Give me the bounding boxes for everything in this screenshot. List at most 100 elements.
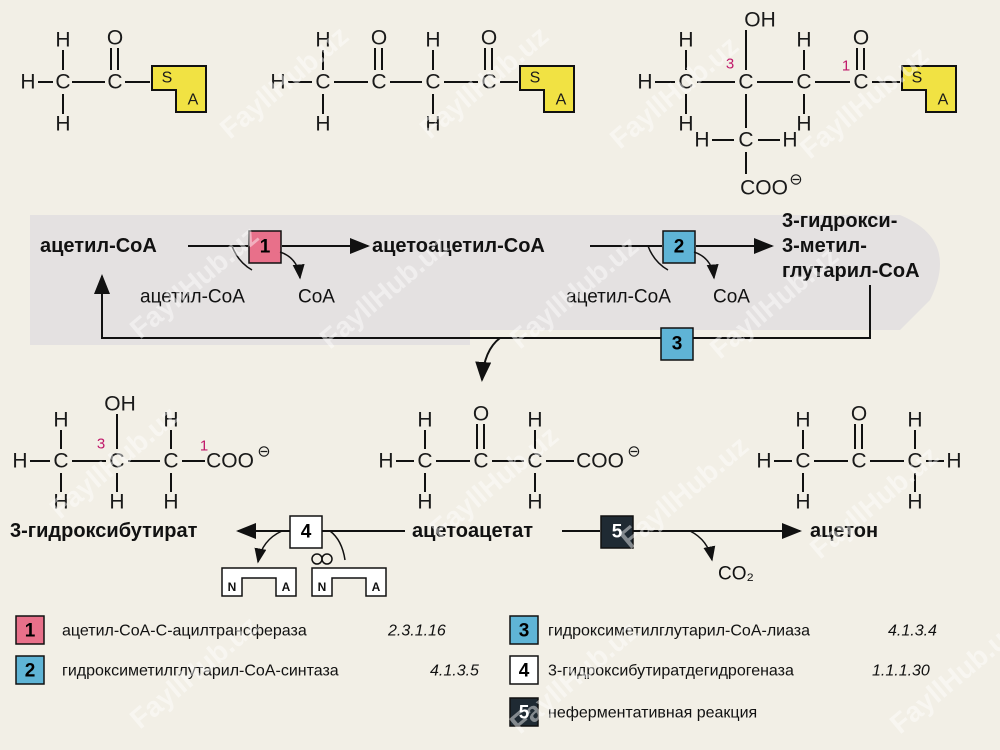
atom-c: C: [527, 450, 542, 473]
atom-h: H: [417, 409, 432, 432]
atom-o: O: [851, 403, 867, 426]
atom-h: H: [907, 409, 922, 432]
atom-h: H: [795, 409, 810, 432]
negative-charge-icon: ⊖: [627, 444, 640, 461]
atom-a: A: [938, 92, 949, 109]
atom-h: H: [53, 491, 68, 514]
atom-h: H: [163, 409, 178, 432]
atom-h: H: [796, 29, 811, 52]
nad-cofactor: N A: [221, 567, 297, 597]
atom-c: C: [851, 450, 866, 473]
carbon-number-3: 3: [97, 436, 105, 453]
legend-number: 5: [519, 703, 530, 724]
side-label-coa: CoA: [298, 287, 335, 308]
molecule-acetoacetate: [396, 424, 574, 492]
step-2-box: 2: [662, 230, 696, 264]
side-label-acetyl-coa: ацетил-CoA: [140, 287, 245, 308]
legend-ec-number: 4.1.3.5: [430, 663, 479, 680]
atom-h: H: [425, 29, 440, 52]
atom-h: H: [796, 113, 811, 136]
atom-c: C: [738, 129, 753, 152]
legend-ec-number: 4.1.3.4: [888, 623, 937, 640]
carboxylate-group: COO: [206, 450, 254, 473]
atom-h: H: [163, 491, 178, 514]
carbon-number-1: 1: [842, 58, 850, 75]
label-acetoacetate: ацетоацетат: [412, 520, 533, 542]
legend-number: 2: [25, 661, 36, 682]
atom-h: H: [756, 450, 771, 473]
atom-c: C: [795, 450, 810, 473]
atom-s: S: [162, 70, 173, 87]
atom-o: O: [481, 27, 497, 50]
step-5-box: 5: [600, 515, 634, 549]
atom-h: H: [946, 450, 961, 473]
step-4-box: 4: [289, 515, 323, 549]
atom-c: C: [417, 450, 432, 473]
legend: 1 ацетил-CoA-C-ацилтрансфераза 2.3.1.16 …: [15, 615, 937, 727]
legend-ec-number: 1.1.1.30: [872, 663, 930, 680]
watermark: FayllHub.uz: [804, 440, 944, 565]
molecule-3-hydroxybutyrate: [30, 414, 205, 492]
negative-charge-icon: ⊖: [257, 444, 270, 461]
molecule-acetone: [774, 424, 944, 492]
atom-h: H: [678, 113, 693, 136]
molecule-hmg-coa: [655, 30, 900, 174]
legend-enzyme-name: 3-гидроксибутиратдегидрогеназа: [548, 663, 794, 680]
atom-h: H: [417, 491, 432, 514]
atom-h: H: [782, 129, 797, 152]
atom-a: A: [556, 92, 567, 109]
legend-enzyme-name: гидроксиметилглутарил-CoA-синтаза: [62, 663, 339, 680]
label-acetyl-coa: ацетил-CoA: [40, 235, 157, 257]
atom-h: H: [694, 129, 709, 152]
atom-oh: OH: [744, 9, 776, 32]
atom-h: H: [425, 113, 440, 136]
step-number: 4: [301, 522, 312, 543]
atom-c: C: [678, 71, 693, 94]
step-number: 5: [612, 522, 623, 543]
atom-c: C: [163, 450, 178, 473]
step-number: 3: [672, 334, 683, 355]
label-hmg-coa-line2: 3-метил-: [782, 235, 867, 257]
atom-h: H: [20, 71, 35, 94]
label-3-hydroxybutyrate: 3-гидроксибутират: [10, 520, 198, 542]
atom-h: H: [12, 450, 27, 473]
label-hmg-coa-line3: глутарил-CoA: [782, 260, 920, 282]
atom-h: H: [315, 29, 330, 52]
legend-number: 4: [519, 661, 530, 682]
carboxylate-group: COO: [740, 177, 788, 200]
legend-enzyme-name: неферментативная реакция: [548, 705, 757, 722]
atom-h: H: [315, 113, 330, 136]
side-label-acetyl-coa: ацетил-CoA: [566, 287, 671, 308]
atom-c: C: [738, 71, 753, 94]
atom-c: C: [796, 71, 811, 94]
legend-number: 3: [519, 621, 530, 642]
atom-o: O: [371, 27, 387, 50]
atom-o: O: [473, 403, 489, 426]
step-3-box: 3: [660, 327, 694, 361]
atom-c: C: [473, 450, 488, 473]
legend-enzyme-name: гидроксиметилглутарил-CoA-лиаза: [548, 623, 810, 640]
atom-h: H: [907, 491, 922, 514]
carbon-number-1: 1: [200, 438, 208, 455]
label-hmg-coa-line1: 3-гидрокси-: [782, 210, 897, 232]
watermark: FayllHub.uz: [214, 20, 354, 145]
atom-o: O: [853, 27, 869, 50]
atom-c: C: [425, 71, 440, 94]
negative-charge-icon: ⊖: [789, 172, 802, 189]
atom-oh: OH: [104, 393, 136, 416]
atom-c: C: [481, 71, 496, 94]
legend-item-4: 4 3-гидроксибутиратдегидрогеназа 1.1.1.3…: [509, 655, 930, 685]
atom-h: H: [795, 491, 810, 514]
atom-c: C: [53, 450, 68, 473]
atom-h: H: [53, 409, 68, 432]
atom-n: N: [228, 580, 237, 594]
atom-h: H: [55, 29, 70, 52]
atom-h: H: [527, 491, 542, 514]
nadh-cofactor: N A: [311, 553, 387, 597]
label-acetone: ацетон: [810, 520, 878, 542]
molecule-acetoacetyl-coa: [288, 48, 518, 114]
legend-item-5: 5 неферментативная реакция: [509, 697, 757, 727]
step-number: 1: [260, 237, 271, 258]
atom-n: N: [318, 580, 327, 594]
